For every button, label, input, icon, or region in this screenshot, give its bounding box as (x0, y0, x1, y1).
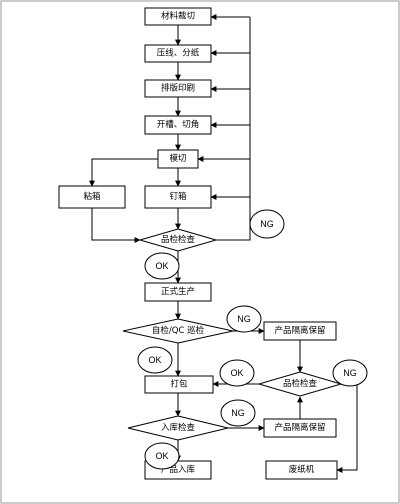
decision-quality-inspection: 品检检查 (138, 228, 218, 252)
step-waste-paper-label: 废纸机 (289, 464, 315, 475)
isolation-box-1: 产品隔离保留 (263, 321, 337, 341)
step-product-warehousing-label: 产品入库 (161, 464, 196, 475)
result-ok-3-label: OK (230, 368, 243, 378)
result-ok-3: OK (219, 359, 255, 387)
result-ok-4-label: OK (155, 451, 168, 461)
isolation-box-2: 产品隔离保留 (263, 418, 337, 438)
step-gluing-box-label: 粘箱 (83, 191, 101, 202)
step-material-cutting-label: 材料裁切 (161, 11, 195, 22)
arrow-glue-to-inspect (91, 208, 141, 243)
result-ng-top-label: NG (260, 219, 274, 229)
arrow-die-to-glue (89, 158, 158, 187)
result-ng-warehouse-label: NG (231, 408, 245, 418)
step-waste-paper: 废纸机 (265, 460, 338, 480)
result-ok-2-label: OK (148, 355, 161, 365)
result-ng-qc-label: NG (237, 314, 251, 324)
step-stitching-box: 钉箱 (144, 185, 212, 209)
connectors (89, 14, 358, 473)
result-ok-1-label: OK (155, 261, 168, 271)
step-slotting-corner-label: 开槽、切角 (157, 119, 200, 130)
step-creasing-slitting: 压线、分纸 (144, 44, 212, 63)
decision-warehouse-inspection: 入库检查 (127, 415, 229, 441)
result-ok-4: OK (144, 442, 180, 470)
decision-quality-inspection-2: 品检检查 (257, 371, 343, 397)
result-ok-1: OK (144, 252, 180, 280)
isolation-box-1-label: 产品隔离保留 (274, 325, 325, 336)
decision-quality-inspection-2-label: 品检检查 (283, 378, 318, 389)
step-die-cutting: 模切 (157, 149, 199, 169)
step-slotting-corner: 开槽、切角 (144, 115, 212, 135)
decision-self-qc-check: 自检/QC 巡检 (122, 318, 234, 344)
isolation-box-2-label: 产品隔离保留 (274, 422, 325, 433)
decision-quality-inspection-label: 品检检查 (161, 234, 196, 245)
step-layout-printing: 排版印刷 (144, 79, 212, 98)
arrow-inspect2-to-waste (336, 383, 358, 473)
step-layout-printing-label: 排版印刷 (161, 83, 195, 94)
result-ng-warehouse: NG (220, 399, 256, 427)
result-ng-top: NG (249, 209, 285, 239)
result-ng-right: NG (332, 359, 368, 387)
decision-warehouse-inspection-label: 入库检查 (161, 422, 196, 433)
step-gluing-box: 粘箱 (58, 185, 126, 209)
step-creasing-slitting-label: 压线、分纸 (157, 48, 200, 59)
result-ng-right-label: NG (343, 368, 357, 378)
ng-feedback-loop (216, 17, 251, 241)
result-ng-qc: NG (226, 305, 262, 333)
step-formal-production-label: 正式生产 (161, 286, 195, 297)
result-ok-2: OK (137, 346, 173, 374)
step-formal-production: 正式生产 (144, 282, 212, 302)
step-material-cutting: 材料裁切 (144, 7, 212, 26)
step-packing: 打包 (144, 375, 214, 394)
step-die-cutting-label: 模切 (169, 153, 186, 164)
decision-self-qc-check-label: 自检/QC 巡检 (152, 325, 205, 336)
step-stitching-box-label: 钉箱 (169, 191, 187, 202)
step-packing-label: 打包 (170, 379, 188, 390)
